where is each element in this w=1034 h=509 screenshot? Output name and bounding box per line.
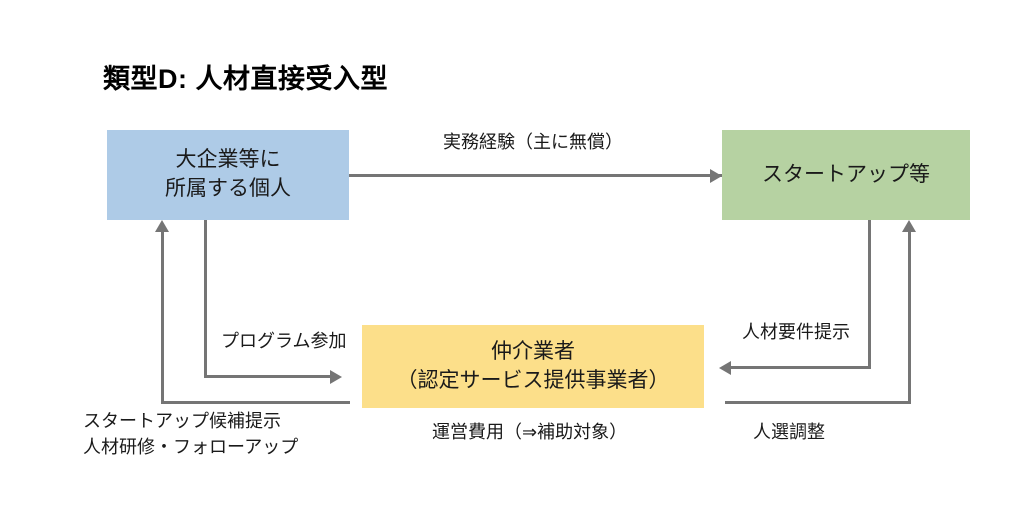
edge-label-selection-adjustment: 人選調整 (753, 422, 825, 442)
edge-requirements-horizontal (731, 366, 871, 369)
node-startup[interactable]: スタートアップ等 (722, 130, 970, 220)
edge-label-program-participation: プログラム参加 (221, 331, 347, 351)
edge-selection-vertical (908, 232, 911, 404)
edge-selection-arrowhead (902, 220, 916, 232)
edge-label-talent-requirements: 人材要件提示 (742, 322, 850, 342)
edge-program-vertical (204, 220, 207, 378)
edge-label-experience: 実務経験（主に無償） (443, 132, 623, 152)
edge-requirements-vertical (868, 220, 871, 369)
edge-program-horizontal (204, 375, 338, 378)
edge-program-arrowhead (330, 370, 342, 384)
node-intermediary[interactable]: 仲介業者 （認定サービス提供事業者） (362, 325, 704, 408)
edge-label-operating-cost: 運営費用（⇒補助対象） (432, 422, 628, 442)
node-startup-label: スタートアップ等 (762, 162, 930, 186)
edge-candidates-vertical (161, 232, 164, 404)
edge-experience-arrowhead (710, 169, 722, 183)
edge-experience-line (349, 174, 722, 177)
node-individual[interactable]: 大企業等に 所属する個人 (107, 130, 349, 220)
diagram-title: 類型D: 人材直接受入型 (103, 64, 388, 94)
edge-candidates-arrowhead (155, 220, 169, 232)
edge-candidates-horizontal (161, 401, 350, 404)
edge-label-candidates-and-training: スタートアップ候補提示 人材研修・フォローアップ (83, 411, 299, 458)
node-intermediary-label: 仲介業者 （認定サービス提供事業者） (396, 339, 670, 392)
node-individual-label: 大企業等に 所属する個人 (165, 148, 291, 200)
edge-requirements-arrowhead (719, 361, 731, 375)
edge-selection-horizontal (725, 401, 911, 404)
